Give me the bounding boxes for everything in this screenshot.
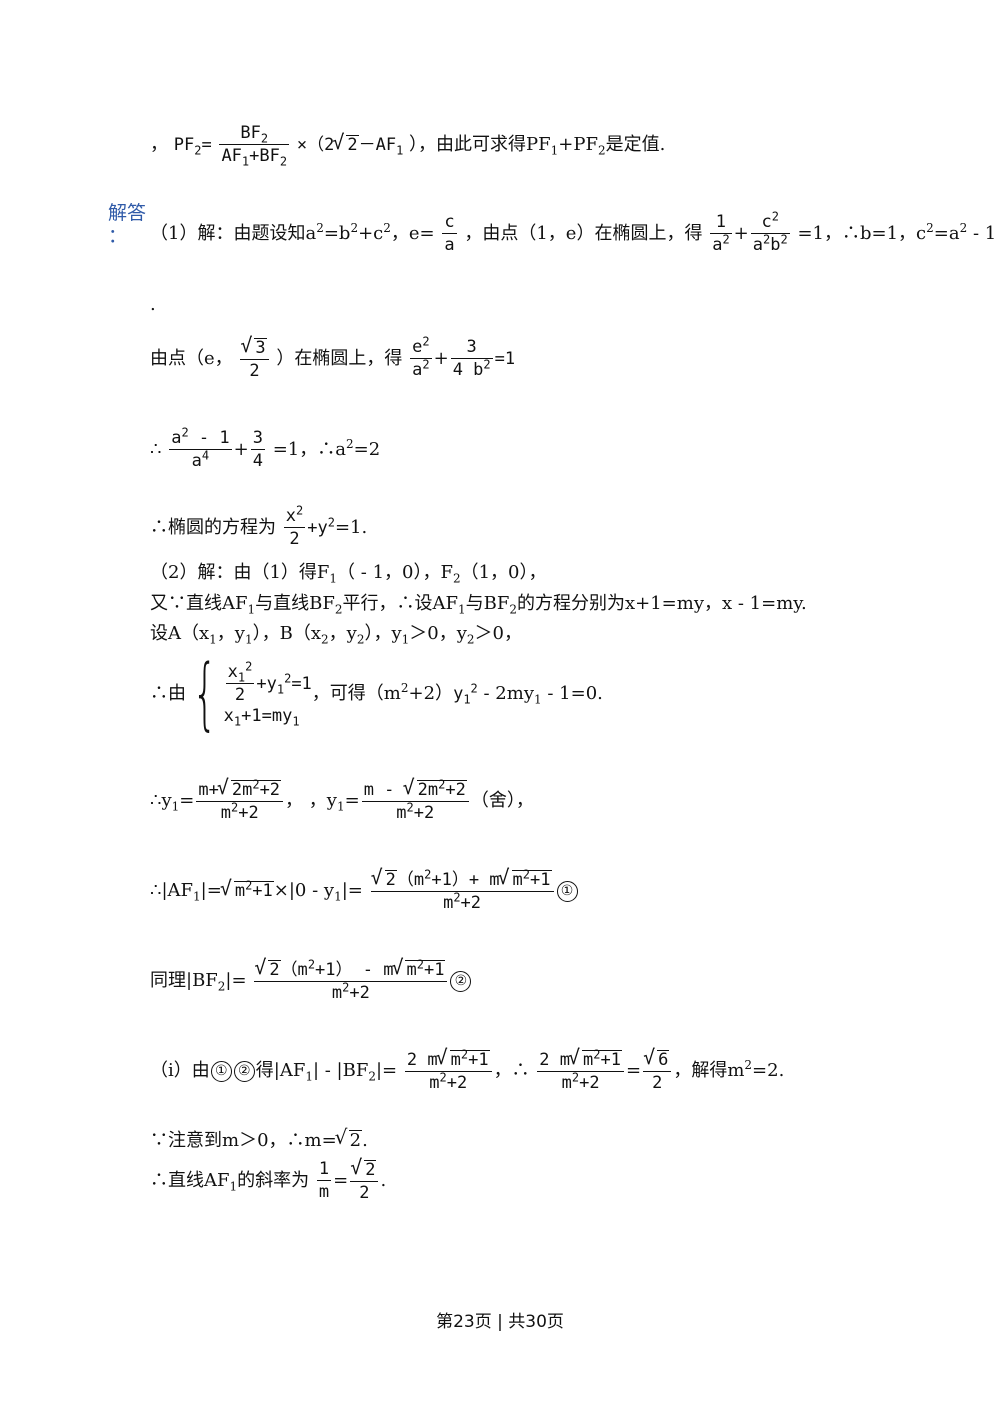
part1-dot: . <box>150 294 156 315</box>
af1-length: ∴|AF1|=m2+1×|0 - y1|= 2（m2+1）+ mm2+1m2+2… <box>150 867 579 912</box>
y1-solution: ∴y1=m+2m2+2m2+2， ，y1=m - 2m2+2m2+2（舍）， <box>150 777 534 822</box>
answer-label: 解答 ： <box>108 202 147 247</box>
bf2-length: 同理|BF2|= 2（m2+1） - mm2+1m2+2② <box>150 957 472 1002</box>
part2-line1: （2）解：由（1）得F1（ - 1，0），F2（1，0）， <box>150 562 547 586</box>
part2-line3: 设A（x1，y1），B（x2，y2），y1＞0，y2＞0， <box>150 623 522 647</box>
part2-line2: 又∵直线AF1与直线BF2平行，∴设AF1与BF2的方程分别为x+1=my，x … <box>150 593 807 617</box>
slope-line: ∴直线AF1的斜率为 1m=22. <box>150 1157 386 1202</box>
note-line: ∵注意到m＞0，∴m=2. <box>150 1127 368 1150</box>
page-footer: 第23页 | 共30页 <box>436 1312 564 1332</box>
